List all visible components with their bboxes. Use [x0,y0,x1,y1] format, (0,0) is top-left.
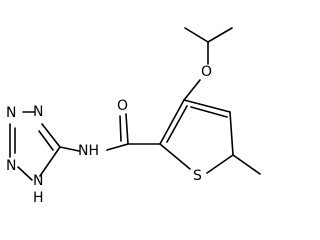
bond-tz-n1-c5 [39,146,61,177]
bond-methyl-left [184,27,209,43]
atom-nitrogen-ring-h: N [33,173,43,189]
bond-ring-s-c2 [159,143,191,170]
bond-ring-c3-c4 [183,99,231,113]
bond-ether-o-to-ring [183,79,201,101]
atom-oxygen-carbonyl: O [117,98,128,114]
atom-oxygen-ether: O [201,64,212,80]
atom-sulfur: S [193,168,202,184]
bond-ring-c2-c3 [159,99,185,145]
molecule-diagram: O O S NH N N N N H [6,27,261,206]
bond-tz-c5-n4 [41,123,61,148]
bond-ring-c3-c4-double [190,106,228,118]
atom-hydrogen-ring: H [33,190,44,206]
bond-ring-c4-c5 [229,111,234,156]
bond-tz-n2-n1 [17,166,33,181]
structure-svg: O O S NH N N N N H [6,27,261,206]
atom-nitrogen-ring-1: N [33,104,43,120]
bond-tz-c5-n4-double [38,130,54,151]
bond-nh-to-tetrazole [59,146,80,152]
bond-ring-c2-c3-double [166,105,188,143]
atom-nitrogen-ring-2: N [6,105,16,121]
bond-carbonyl-to-nh [106,143,129,151]
atom-nitrogen-amide: NH [78,143,99,159]
bond-ring-methyl [232,154,261,175]
bond-methyl-right [207,27,233,43]
atom-nitrogen-ring-3: N [6,158,16,174]
bond-ring-c5-s [206,154,234,174]
bond-carbonyl-co-double [119,115,122,142]
bond-carbonyl-co [125,113,129,145]
